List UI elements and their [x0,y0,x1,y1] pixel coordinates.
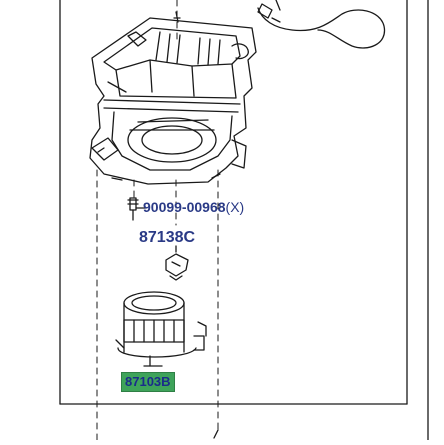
dashed-guide-lines [96,0,219,441]
assembly-frame [59,0,429,441]
blower-motor-icon [115,291,207,367]
motor-part-number-highlighted[interactable]: 87103B [121,372,175,392]
bolt-part-number-text: 90099-00968 [143,199,226,215]
resistor-part-number[interactable]: 87138C [139,229,196,246]
guide-hook [213,429,219,439]
bolt-part-suffix: (X) [225,199,245,215]
blower-resistor-icon [165,245,189,281]
blower-housing [89,11,257,185]
wire-harness [257,0,386,49]
bolt-part-number: 90099-00968(X) [143,199,244,215]
bolt-icon [127,197,147,221]
